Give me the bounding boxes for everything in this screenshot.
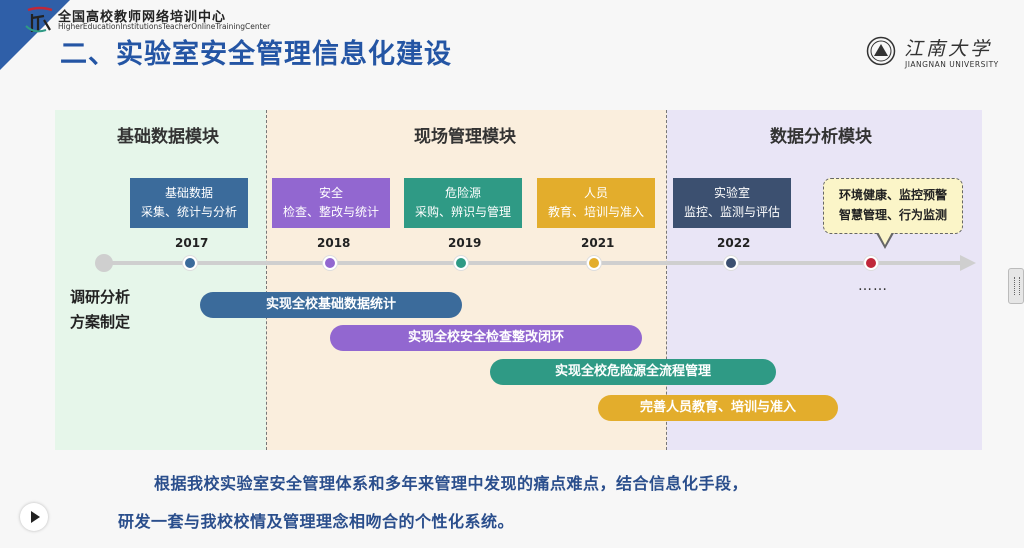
callout-tail bbox=[878, 232, 892, 245]
start-label: 调研分析 bbox=[70, 288, 131, 306]
footer-text: 研发一套与我校校情及管理理念相吻合的个性化系统。 bbox=[118, 512, 515, 531]
university-name-en: JIANGNAN UNIVERSITY bbox=[905, 60, 999, 69]
future-callout: 环境健康、监控预警 智慧管理、行为监测 bbox=[823, 178, 963, 234]
timeline-line bbox=[100, 261, 962, 265]
timeline-dot bbox=[183, 256, 197, 270]
stage-box-title: 人员 bbox=[583, 186, 608, 200]
stage-box-title: 危险源 bbox=[444, 186, 481, 200]
year-label: 2018 bbox=[317, 236, 351, 250]
callout-line: 环境健康、监控预警 bbox=[838, 188, 947, 202]
stage-box-title: 实验室 bbox=[713, 186, 750, 200]
university-emblem-icon bbox=[866, 36, 896, 66]
stage-box-subtitle: 检查、整改与统计 bbox=[282, 205, 379, 219]
panel-title-site-management: 现场管理模块 bbox=[414, 127, 516, 147]
stage-box-laboratory: 实验室 监控、监测与评估 bbox=[673, 178, 791, 228]
timeline-dot bbox=[323, 256, 337, 270]
panel-title-basic-data: 基础数据模块 bbox=[117, 127, 219, 147]
start-label: 方案制定 bbox=[70, 313, 131, 331]
stage-box-hazard: 危险源 采购、辨识与管理 bbox=[404, 178, 522, 228]
stage-box-subtitle: 采购、辨识与管理 bbox=[414, 205, 511, 219]
panel-divider bbox=[666, 110, 667, 450]
stage-box-subtitle: 采集、统计与分析 bbox=[140, 205, 237, 219]
panel-title-data-analysis: 数据分析模块 bbox=[770, 127, 872, 147]
timeline-dot bbox=[864, 256, 878, 270]
university-name-cn: 江南大学 bbox=[904, 38, 993, 60]
timeline-dot bbox=[454, 256, 468, 270]
year-label: 2017 bbox=[175, 236, 209, 250]
timeline-start-dot bbox=[95, 254, 113, 272]
goal-bar-hazard: 实现全校危险源全流程管理 bbox=[490, 359, 776, 385]
goal-bar-basic-data: 实现全校基础数据统计 bbox=[200, 292, 462, 318]
year-label: 2022 bbox=[717, 236, 751, 250]
goal-bar-safety: 实现全校安全检查整改闭环 bbox=[330, 325, 642, 351]
timeline-dot bbox=[724, 256, 738, 270]
stage-box-title: 基础数据 bbox=[164, 186, 213, 200]
panel-data-analysis bbox=[667, 110, 982, 450]
stage-box-safety: 安全 检查、整改与统计 bbox=[272, 178, 390, 228]
timeline-arrow-icon bbox=[960, 255, 976, 271]
side-panel-handle[interactable] bbox=[1008, 268, 1024, 304]
timeline-ellipsis: …… bbox=[858, 278, 888, 294]
year-label: 2019 bbox=[448, 236, 482, 250]
slide-title: 二、实验室安全管理信息化建设 bbox=[60, 39, 452, 70]
year-label: 2021 bbox=[581, 236, 615, 250]
stage-box-subtitle: 监控、监测与评估 bbox=[683, 205, 780, 219]
timeline-dot bbox=[587, 256, 601, 270]
stage-box-subtitle: 教育、培训与准入 bbox=[547, 205, 644, 219]
stage-box-title: 安全 bbox=[318, 186, 343, 200]
training-center-logo-icon bbox=[25, 6, 53, 33]
corner-decoration bbox=[0, 0, 70, 70]
org-name-cn: 全国高校教师网络培训中心 bbox=[58, 10, 227, 25]
stage-box-personnel: 人员 教育、培训与准入 bbox=[537, 178, 655, 228]
callout-line: 智慧管理、行为监测 bbox=[838, 208, 947, 222]
goal-bar-personnel: 完善人员教育、培训与准入 bbox=[598, 395, 838, 421]
footer-text: 根据我校实验室安全管理体系和多年来管理中发现的痛点难点，结合信息化手段， bbox=[154, 474, 749, 493]
play-button[interactable] bbox=[20, 503, 48, 531]
stage-box-basic-data: 基础数据 采集、统计与分析 bbox=[130, 178, 248, 228]
org-name-en: HigherEducationInstitutionsTeacherOnline… bbox=[58, 22, 271, 31]
panel-basic-data bbox=[55, 110, 266, 450]
panel-divider bbox=[266, 110, 267, 450]
panel-site-management bbox=[266, 110, 667, 450]
